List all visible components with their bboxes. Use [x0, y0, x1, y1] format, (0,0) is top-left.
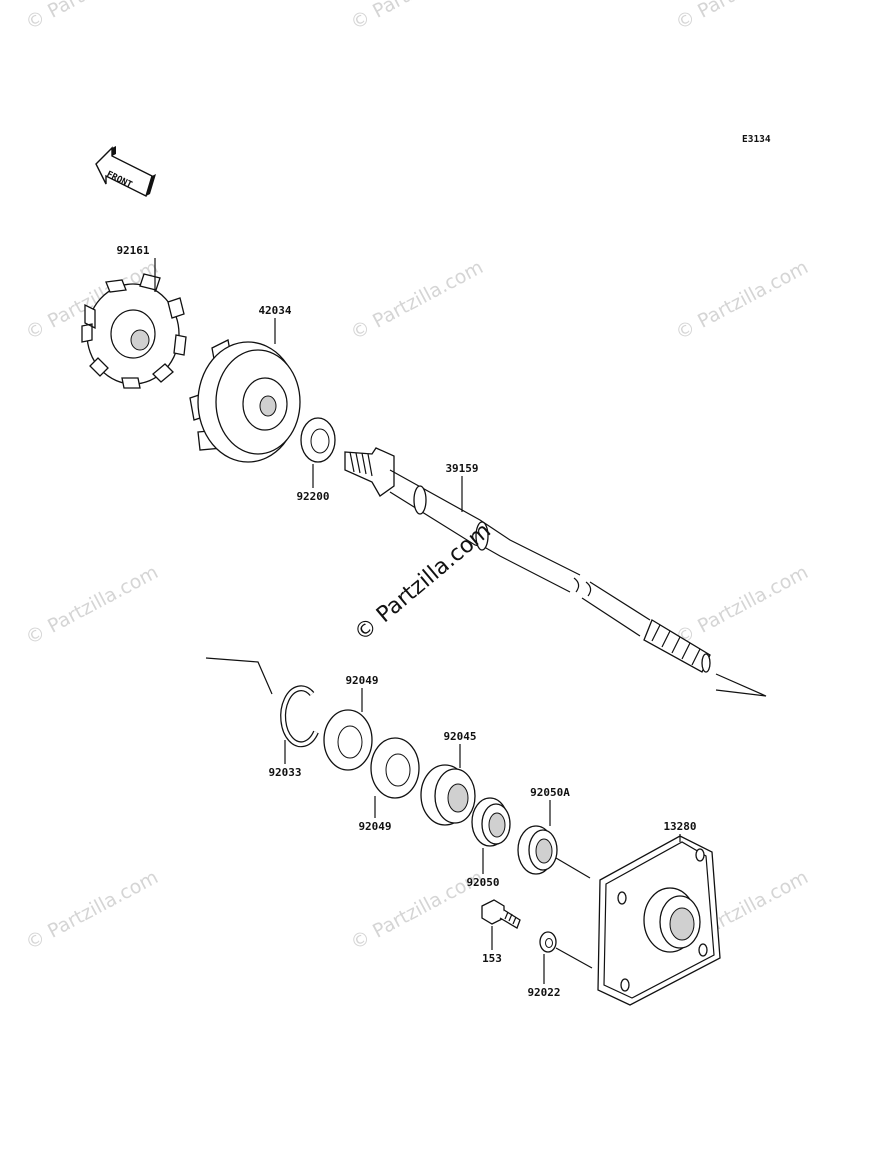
part-label-92161: 92161 — [116, 244, 149, 257]
watermark: © Partzilla.com — [22, 0, 162, 34]
reference-line-left — [205, 657, 273, 695]
diagram-code: E3134 — [742, 134, 771, 145]
part-label-92050: 92050 — [466, 876, 499, 889]
watermark: © Partzilla.com — [672, 0, 812, 34]
part-label-92045: 92045 — [443, 730, 476, 743]
part-92161-coupling: 92161 — [81, 244, 187, 389]
part-92033-circlip: 92033 — [268, 685, 319, 779]
part-label-42034: 42034 — [258, 304, 291, 317]
watermark: © Partzilla.com — [672, 561, 812, 649]
watermark: © Partzilla.com — [22, 866, 162, 954]
front-arrow-icon: FRONT — [95, 146, 156, 197]
part-92050A-seal: 92050A — [517, 786, 591, 879]
part-label-153: 153 — [482, 952, 502, 965]
part-92045-bearing: 92045 — [420, 730, 477, 826]
part-92022-washer: 92022 — [527, 931, 593, 999]
part-92200-washer: 92200 — [296, 417, 336, 503]
part-label-92049-upper: 92049 — [345, 674, 378, 687]
part-label-92200: 92200 — [296, 490, 329, 503]
part-label-92049-lower: 92049 — [358, 820, 391, 833]
watermark: © Partzilla.com — [22, 561, 162, 649]
part-label-92033: 92033 — [268, 766, 301, 779]
part-13280-cover: 13280 — [597, 820, 721, 1006]
watermark: © Partzilla.com — [347, 0, 487, 34]
part-label-92050A: 92050A — [530, 786, 570, 799]
part-label-39159: 39159 — [445, 462, 478, 475]
watermark: © Partzilla.com — [347, 256, 487, 344]
center-watermark: © Partzilla.com — [350, 518, 496, 646]
part-92050-seal: 92050 — [466, 797, 511, 889]
part-39159-shaft: 39159 — [344, 447, 711, 673]
part-92049-washer-upper: 92049 — [323, 674, 379, 771]
watermark: © Partzilla.com — [672, 256, 812, 344]
watermarks: © Partzilla.com © Partzilla.com © Partzi… — [22, 0, 812, 954]
part-label-13280: 13280 — [663, 820, 696, 833]
part-153-bolt: 153 — [481, 899, 521, 965]
part-label-92022: 92022 — [527, 986, 560, 999]
part-92049-washer-lower: 92049 — [358, 737, 420, 833]
part-42034-impeller: 42034 — [189, 304, 301, 463]
reference-line-right — [715, 673, 767, 697]
